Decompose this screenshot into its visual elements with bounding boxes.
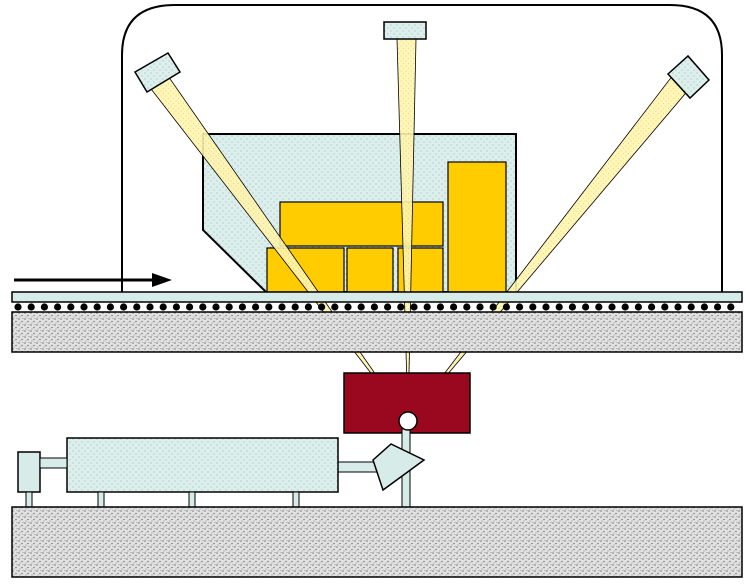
- roller-icon: [621, 303, 629, 311]
- roller-icon: [714, 303, 722, 311]
- roller-icon: [291, 303, 299, 311]
- roller-icon: [476, 303, 484, 311]
- roller-icon: [582, 303, 590, 311]
- roller-icon: [674, 303, 682, 311]
- roller-icon: [542, 303, 550, 311]
- roller-icon: [357, 303, 365, 311]
- upper-floor-slab: [11, 311, 743, 353]
- detector-icon: [666, 54, 711, 100]
- conveyor-rollers: [14, 303, 735, 311]
- conveyor-belt: [11, 291, 743, 303]
- roller-icon: [436, 303, 444, 311]
- roller-icon: [67, 303, 75, 311]
- roller-icon: [450, 303, 458, 311]
- roller-icon: [186, 303, 194, 311]
- support-leg: [97, 491, 105, 508]
- roller-icon: [568, 303, 577, 311]
- roller-icon: [687, 303, 695, 311]
- cargo-box: [447, 161, 507, 293]
- roller-icon: [172, 303, 180, 311]
- roller-icon: [27, 303, 35, 311]
- roller-icon: [661, 303, 669, 311]
- roller-icon: [397, 303, 405, 311]
- roller-icon: [608, 303, 616, 311]
- roller-icon: [384, 303, 392, 311]
- roller-icon: [463, 303, 471, 311]
- bending-magnet: [372, 443, 426, 492]
- support-leg: [292, 491, 300, 508]
- roller-icon: [410, 303, 418, 311]
- scanner-tunnel: [121, 4, 723, 292]
- roller-icon: [199, 303, 207, 311]
- roller-icon: [529, 303, 537, 311]
- roller-icon: [159, 303, 167, 311]
- roller-icon: [331, 303, 339, 311]
- roller-icon: [423, 303, 431, 311]
- roller-icon: [370, 303, 378, 311]
- cargo-box: [346, 247, 394, 293]
- detector-icon: [133, 51, 182, 94]
- roller-icon: [595, 303, 603, 311]
- accelerator-end-unit: [17, 451, 41, 493]
- accelerator-tube: [66, 437, 339, 493]
- roller-icon: [648, 303, 656, 311]
- support-leg: [188, 491, 196, 508]
- accelerator-coupler: [39, 457, 68, 469]
- roller-icon: [93, 303, 101, 311]
- roller-icon: [700, 303, 709, 311]
- detector-icon: [383, 21, 427, 40]
- roller-icon: [634, 303, 643, 311]
- roller-icon: [238, 303, 246, 311]
- roller-icon: [304, 303, 312, 311]
- support-leg: [25, 491, 33, 508]
- roller-icon: [225, 303, 233, 311]
- roller-icon: [727, 303, 735, 311]
- roller-icon: [278, 303, 286, 311]
- roller-icon: [106, 303, 114, 311]
- roller-icon: [516, 303, 524, 311]
- roller-icon: [54, 303, 62, 311]
- lower-floor-slab: [11, 506, 743, 578]
- roller-icon: [502, 303, 510, 311]
- roller-icon: [40, 303, 49, 311]
- cargo-box: [279, 201, 444, 247]
- roller-icon: [318, 303, 326, 311]
- roller-icon: [555, 303, 563, 311]
- radiation-source-icon: [398, 411, 418, 431]
- roller-icon: [14, 303, 22, 311]
- roller-icon: [489, 303, 497, 311]
- roller-icon: [120, 303, 128, 311]
- roller-icon: [80, 303, 88, 311]
- roller-icon: [252, 303, 260, 311]
- roller-icon: [265, 303, 273, 311]
- roller-icon: [212, 303, 220, 311]
- roller-icon: [146, 303, 154, 311]
- roller-icon: [344, 303, 352, 311]
- arrow-right-icon: [14, 273, 172, 287]
- roller-icon: [133, 303, 141, 311]
- cargo-boxes: [266, 161, 507, 293]
